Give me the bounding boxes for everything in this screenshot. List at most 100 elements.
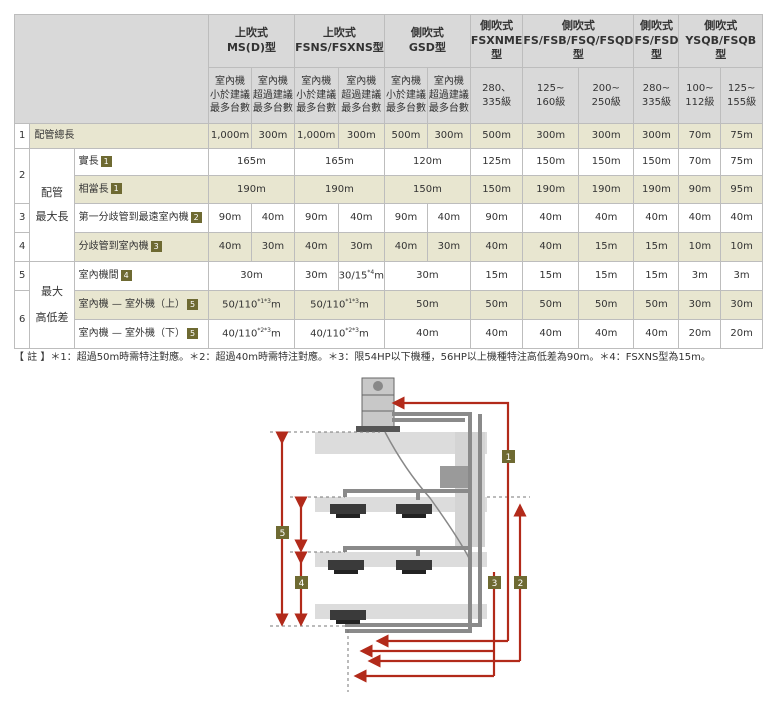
indoor-unit [328,560,364,574]
cell: 300m [337,123,386,149]
marker-badge: 5 [187,327,199,339]
cell: 15m [522,261,579,291]
cell: 190m [208,175,295,204]
outdoor-unit [356,377,400,432]
cell: 10m [720,232,763,262]
table-row: 6 室內機 — 室外機（上）5 50/110*1*3m 50/110*1*3m … [13,290,763,349]
marker-4: 4 [295,576,308,589]
cell: 15m [577,261,635,291]
category-cell: 配管最大長 [29,148,75,262]
marker-5: 5 [276,526,289,539]
cell: 40m [633,203,680,233]
cell: 1,000m [208,123,252,149]
cell: 300m [577,123,635,149]
subheader: 室內機超過建議最多台數 [250,67,295,124]
cell: 165m [293,148,386,176]
refrigerant-pipes [343,412,482,633]
cell: 40m [522,203,579,233]
indoor-unit [330,610,366,624]
subheader: 125~160級 [522,67,579,124]
cell: 190m [293,175,386,204]
row-number: 2 [13,148,31,204]
row-number: 1 [13,123,31,149]
svg-text:4: 4 [299,579,305,589]
cell: 90m [384,203,428,233]
cell: 40m [522,319,579,349]
cell: 3m [678,261,722,291]
cell: 15m [633,232,680,262]
indoor-unit [330,504,366,518]
marker-badge: 3 [150,240,162,252]
cell: 40m [337,203,386,233]
cell: 30m [678,290,722,320]
subheader: 室內機小於建議最多台數 [293,67,339,124]
cell: 40/110*2*3m [208,319,295,349]
row-label: 室內機 — 室外機（下）5 [73,319,210,349]
indoor-unit [396,560,432,574]
subheader: 200~250級 [577,67,635,124]
cell: 1,000m [293,123,339,149]
marker-2: 2 [514,576,527,589]
cell: 40m [384,319,471,349]
marker-badge: 1 [110,183,122,195]
cell: 50m [522,290,579,320]
marker-badge: 1 [100,155,112,167]
row-number: 5 [13,261,31,291]
cell: 190m [633,175,680,204]
cell: 90m [208,203,252,233]
cell: 190m [577,175,635,204]
cell: 40m [469,319,524,349]
cell: 20m [720,319,763,349]
cell: 40m [720,203,763,233]
cell: 40m [384,232,428,262]
dimension-arrows [275,396,527,683]
cell: 30m [720,290,763,320]
marker-3: 3 [488,576,501,589]
cell: 190m [522,175,579,204]
floor-slab [315,432,487,454]
cell: 150m [577,148,635,176]
subheader: 室內機超過建議最多台數 [426,67,471,124]
cell: 40m [633,319,680,349]
cell: 40m [293,232,339,262]
cell: 95m [720,175,763,204]
indoor-unit [396,504,432,518]
cell: 15m [577,232,635,262]
marker-badge: 4 [120,269,132,281]
cell: 40/110*2*3m [293,319,386,349]
row-number: 6 [13,290,31,349]
row-number: 4 [13,232,31,262]
subheader: 室內機小於建議最多台數 [384,67,428,124]
pipe-curve [384,431,471,561]
cell: 165m [208,148,295,176]
cell: 40m [678,203,722,233]
cell: 150m [633,148,680,176]
category-cell: 最大高低差 [29,261,75,349]
cell: 20m [678,319,722,349]
cell: 30m [250,232,295,262]
marker-1: 1 [502,450,515,463]
cell: 50m [633,290,680,320]
subheader: 125~155級 [720,67,763,124]
svg-text:3: 3 [492,579,498,589]
cell: 70m [678,123,722,149]
cell: 40m [577,319,635,349]
marker-badge: 5 [187,298,199,310]
svg-text:1: 1 [506,453,512,463]
cell: 40m [208,232,252,262]
cell: 500m [469,123,524,149]
